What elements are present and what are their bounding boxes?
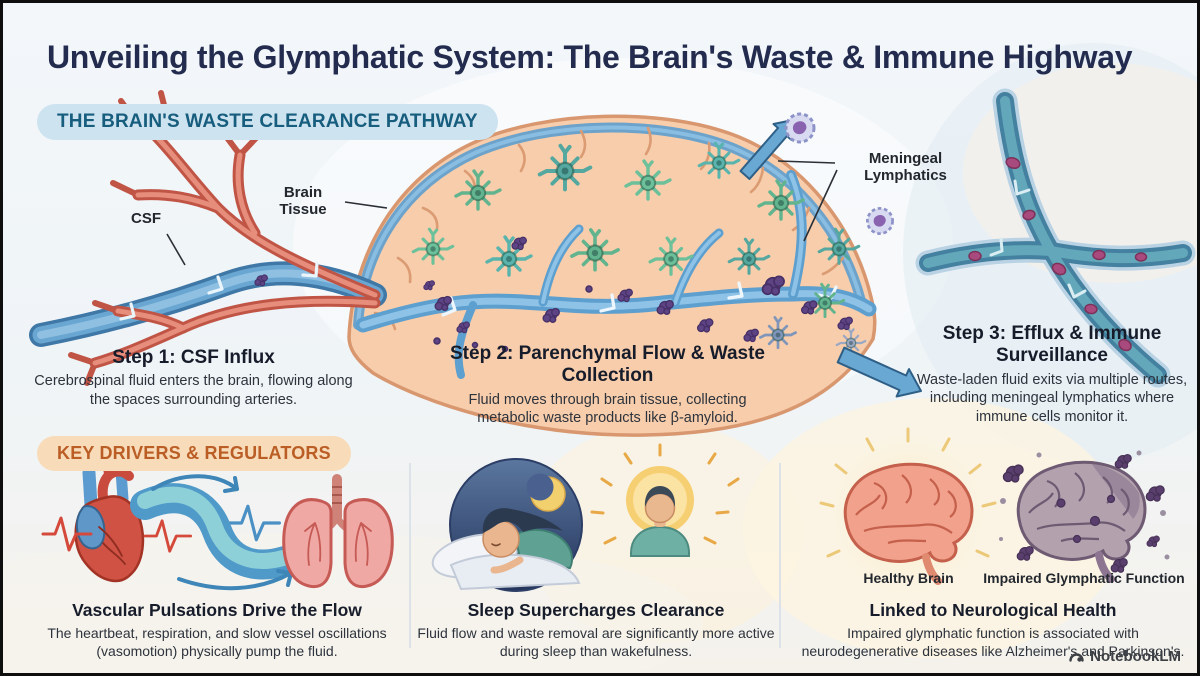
step-3-title: Step 3: Efflux & Immune Surveillance [942,323,1162,367]
waste-particle-icons [423,236,853,353]
artery-csf-illustration [29,90,387,386]
notebooklm-logo: NotebookLM [1068,648,1181,665]
moon-icon [526,473,566,512]
panel-health-title: Linked to Neurological Health [869,600,1117,620]
brain-tissue-label: Brain Tissue [279,184,327,219]
page-title: Unveiling the Glymphatic System: The Bra… [47,39,1133,75]
notebooklm-logo-text: NotebookLM [1090,648,1181,665]
panel-vascular-description: The heartbeat, respiration, and slow ves… [47,625,387,660]
label-pointer-lines [166,160,838,266]
healthy-brain-label: Healthy Brain [863,570,954,586]
pathway-section-badge: THE BRAIN'S WASTE CLEARANCE PATHWAY [37,104,498,140]
brain-tissue-illustration [347,114,877,437]
impaired-brain-label: Impaired Glymphatic Function [983,570,1185,586]
panel-divider [779,463,781,648]
notebooklm-icon [1069,653,1084,662]
step-2-title: Step 2: Parenchymal Flow & Waste Collect… [450,343,765,387]
step-1-description: Cerebrospinal fluid enters the brain, fl… [34,373,353,408]
illustration-layer [3,43,1197,673]
csf-label: CSF [131,210,161,227]
healthy-brain-icon [819,427,997,595]
sun-rays-icon [590,443,740,545]
step-3-description: Waste-laden fluid exits via multiple rou… [916,371,1188,425]
panel-sleep-description: Fluid flow and waste removal are signifi… [417,625,775,660]
panel-health-block: Linked to Neurological Health Impaired g… [791,600,1195,661]
step-3-block: Step 3: Efflux & Immune Surveillance Was… [906,323,1197,426]
heart-icon [74,458,145,583]
panel-sleep-title: Sleep Supercharges Clearance [467,600,725,620]
awake-person-icon [590,443,740,557]
panel-sleep-block: Sleep Supercharges Clearance Fluid flow … [416,600,776,661]
panel-divider [409,463,411,648]
flow-wave-icon [130,474,300,591]
step-1-block: Step 1: CSF Influx Cerebrospinal fluid e… [31,347,356,410]
step-2-block: Step 2: Parenchymal Flow & Waste Collect… [440,343,775,428]
lungs-icon [282,474,394,589]
efflux-arrow-icons [739,119,922,398]
panel-health-description: Impaired glymphatic function is associat… [801,625,1185,660]
impaired-brain-icon [999,450,1170,583]
meningeal-lymphatics-label: Meningeal Lymphatics [864,150,947,185]
meningeal-lymphatics-illustration [915,88,1196,388]
sleeping-person-icon [431,458,583,592]
step-2-description: Fluid moves through brain tissue, collec… [468,391,747,427]
panel-vascular-title: Vascular Pulsations Drive the Flow [72,600,362,620]
drivers-section-badge: KEY DRIVERS & REGULATORS [37,436,351,471]
panel-vascular-block: Vascular Pulsations Drive the Flow The h… [21,600,413,661]
step-1-title: Step 1: CSF Influx [112,347,275,368]
